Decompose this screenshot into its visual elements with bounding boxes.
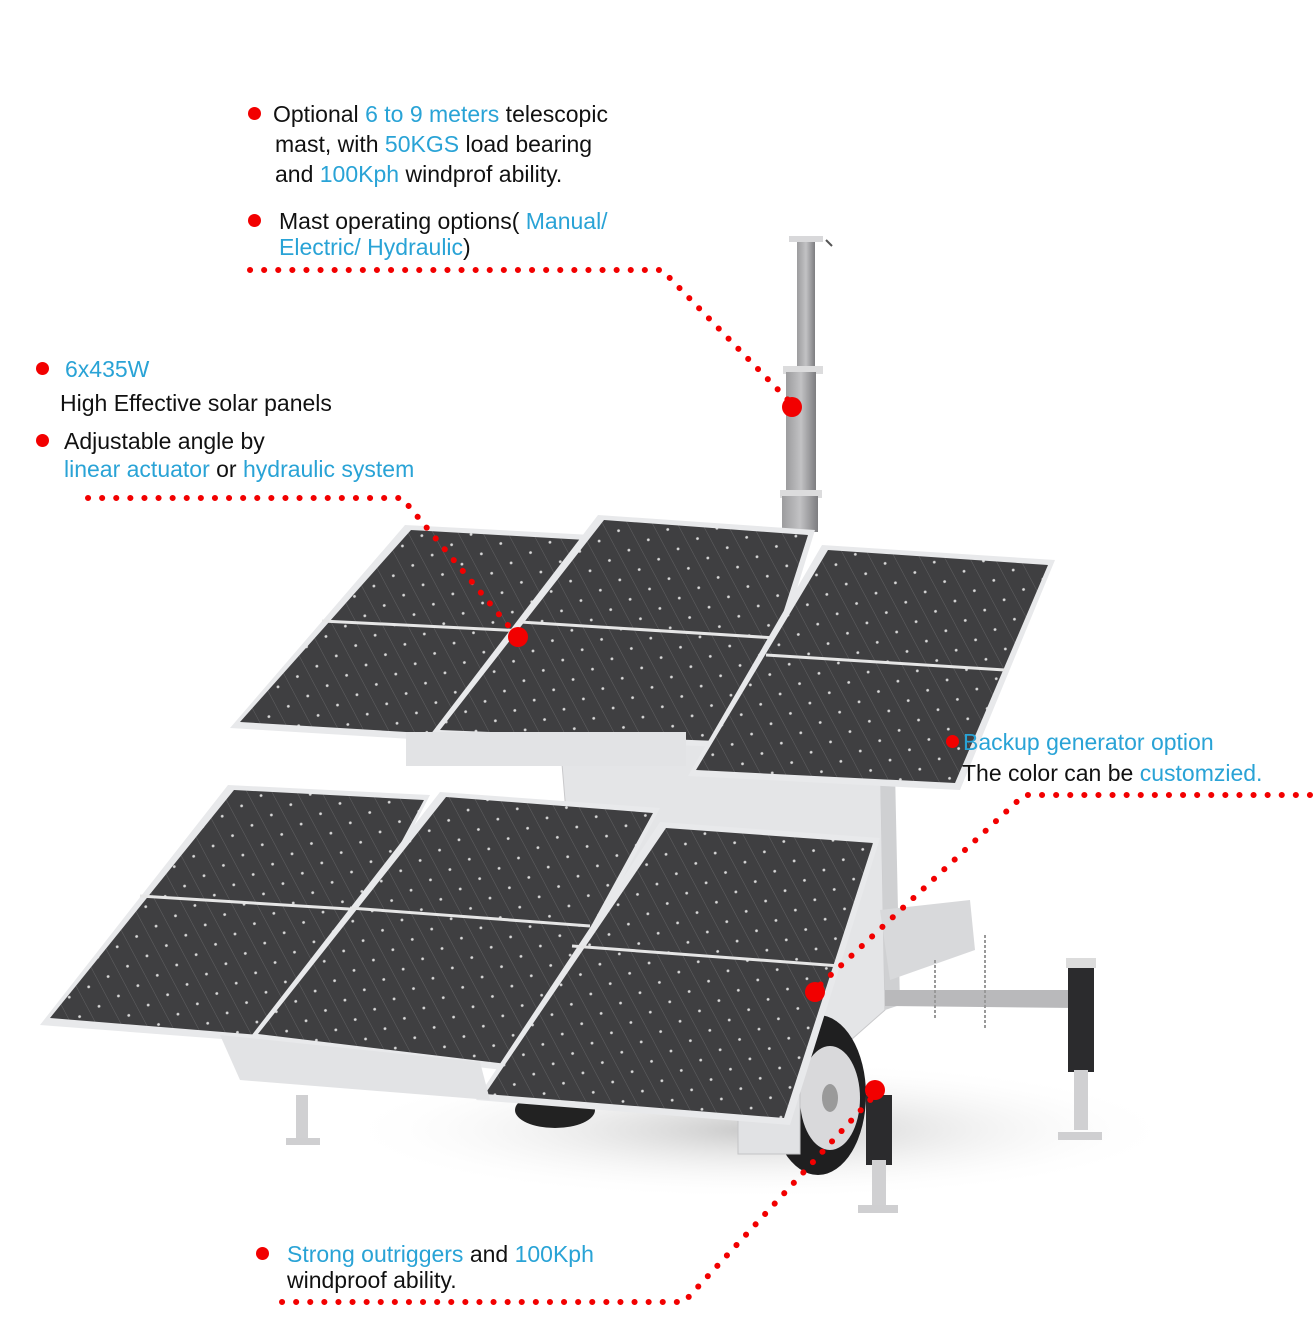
mast-marker [782, 397, 802, 417]
text: Optional [273, 101, 366, 127]
bullet-icon [946, 735, 959, 749]
bullet-icon [36, 434, 49, 448]
callout-mast-operation: Mast operating options( Manual/ Electric… [248, 208, 608, 260]
highlight-customized: customzied. [1139, 760, 1263, 786]
highlight-electric-hydraulic: Electric/ Hydraulic [279, 234, 464, 260]
highlight-mast-height: 6 to 9 meters [365, 101, 500, 127]
text: telescopic [499, 101, 608, 127]
highlight-hydraulic-system: hydraulic system [242, 456, 415, 482]
callout-backup-generator: Backup generator option The color can be… [946, 727, 1262, 789]
callout-adjustable-angle: Adjustable angle by linear actuator or h… [36, 427, 414, 483]
highlight-outriggers: Strong outriggers [287, 1241, 464, 1267]
outrigger-marker [865, 1080, 885, 1100]
text: mast, with [275, 131, 385, 157]
highlight-panel-wattage: 6x435W [65, 356, 150, 382]
callout-solar-panels: 6x435W High Effective solar panels [36, 352, 332, 420]
callout-markers [508, 397, 885, 1100]
telescopic-mast [780, 236, 833, 532]
highlight-manual: Manual/ [525, 208, 608, 234]
text: windprof ability. [399, 161, 563, 187]
upper-solar-panels [230, 515, 1055, 790]
highlight-wind-speed: 100Kph [514, 1241, 594, 1267]
highlight-linear-actuator: linear actuator [64, 456, 210, 482]
bullet-icon [36, 362, 49, 376]
panel-marker [508, 627, 528, 647]
highlight-generator: Backup generator option [963, 729, 1214, 755]
bullet-icon [248, 214, 261, 228]
text: ) [463, 234, 471, 260]
text: High Effective solar panels [60, 390, 332, 416]
text: or [209, 456, 243, 482]
text: Mast operating options( [279, 208, 526, 234]
highlight-load: 50KGS [384, 131, 460, 157]
highlight-wind-speed: 100Kph [319, 161, 400, 187]
generator-marker [805, 982, 825, 1002]
bullet-icon [256, 1247, 269, 1261]
mast-leader-line [247, 267, 791, 403]
text: The color can be [962, 760, 1140, 786]
callout-mast: Optional 6 to 9 meters telescopic mast, … [248, 99, 608, 189]
text: and [463, 1241, 515, 1267]
leader-lines [85, 267, 1313, 1305]
lower-solar-panels [40, 785, 880, 1125]
text: windproof ability. [287, 1267, 457, 1293]
text: and [275, 161, 320, 187]
bullet-icon [248, 107, 261, 121]
text: Adjustable angle by [64, 428, 265, 454]
text: load bearing [459, 131, 593, 157]
callout-outriggers: Strong outriggers and 100Kph windproof a… [256, 1241, 594, 1293]
